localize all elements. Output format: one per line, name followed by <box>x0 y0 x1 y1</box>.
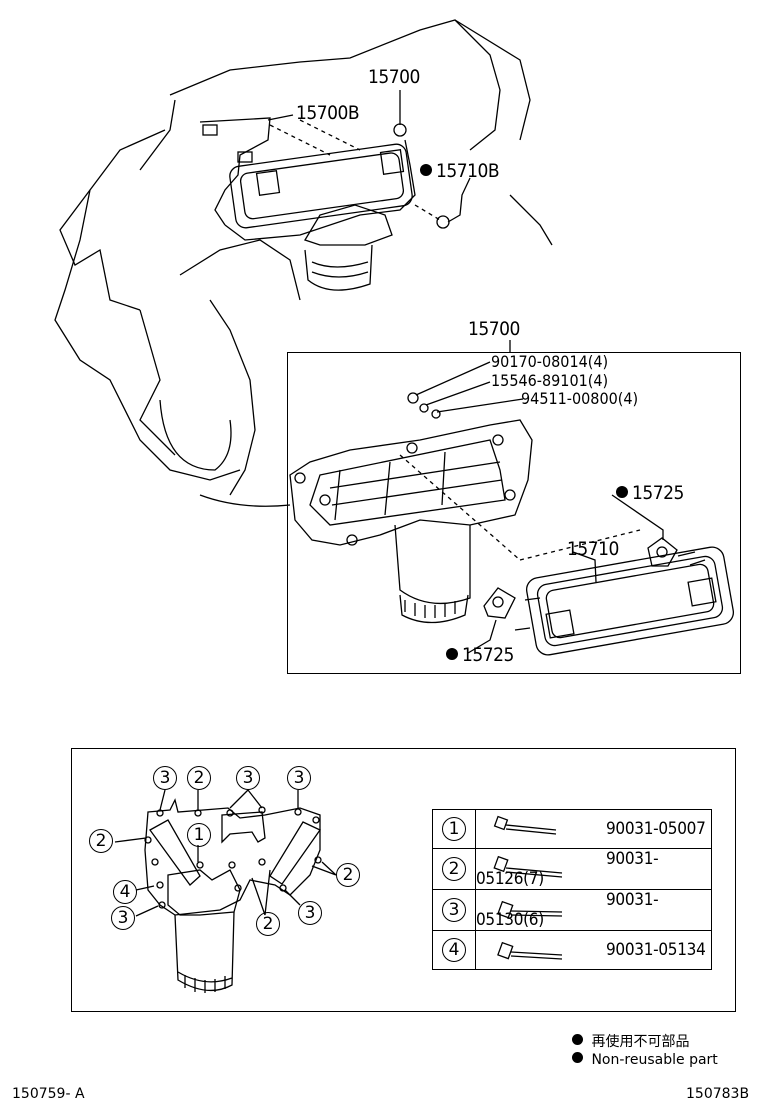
callout-2: 2 <box>187 766 211 790</box>
detail-frame <box>287 352 741 674</box>
non-reusable-marker-icon <box>446 648 458 660</box>
table-row: 2 90031-05126(7) <box>432 848 712 890</box>
label-part2: 15546-89101(4) <box>491 371 609 390</box>
footer-left-code: 150759- A <box>12 1086 85 1102</box>
bolt-part-number: 90031-05134 <box>606 940 706 960</box>
bolt-table: 1 90031-05007 2 90031-05126(7) 3 90031-0… <box>432 809 712 970</box>
non-reusable-marker-icon <box>420 164 432 176</box>
callout-3: 3 <box>298 901 322 925</box>
label-cooler: 15710 <box>567 538 619 560</box>
engine-outline <box>54 19 553 507</box>
bolt-number: 2 <box>442 857 466 881</box>
bolt-number: 1 <box>442 817 466 841</box>
label-gasket-top: 15710B <box>420 162 500 181</box>
callout-2: 2 <box>336 863 360 887</box>
non-reusable-marker-icon <box>572 1034 583 1045</box>
table-row: 3 90031-05130(6) <box>432 889 712 931</box>
bolt-number: 3 <box>442 898 466 922</box>
label-gasket-a: 15725 <box>616 484 684 503</box>
callout-3: 3 <box>153 766 177 790</box>
top-cooler-assembly <box>199 117 450 291</box>
callout-2: 2 <box>89 829 113 853</box>
footer-right-code: 150783B <box>686 1086 750 1102</box>
detail-cooler <box>483 537 735 656</box>
legend-jp: 再使用不可部品 <box>572 1031 689 1051</box>
bolt-part-number: 90031-05007 <box>606 819 706 839</box>
callout-3: 3 <box>111 906 135 930</box>
bolt-pattern-diagram <box>114 789 337 993</box>
non-reusable-marker-icon <box>572 1052 583 1063</box>
bolt-number: 4 <box>442 938 466 962</box>
top-leaders <box>267 90 471 223</box>
legend-en: Non-reusable part <box>572 1052 718 1068</box>
label-bracket: 15700B <box>296 102 360 124</box>
bolt-part-number: 90031-05130(6) <box>476 890 659 930</box>
callout-1: 1 <box>187 823 211 847</box>
callout-3: 3 <box>236 766 260 790</box>
label-assembly-detail: 15700 <box>468 318 520 340</box>
label-gasket-b: 15725 <box>446 646 514 665</box>
label-assembly-top: 15700 <box>368 66 420 88</box>
table-row: 4 90031-05134 <box>432 930 712 970</box>
bolt-frame <box>71 748 736 1012</box>
detail-housing <box>289 392 641 624</box>
non-reusable-marker-icon <box>616 486 628 498</box>
callout-2: 2 <box>256 912 280 936</box>
detail-leaders <box>415 340 664 654</box>
label-part3: 94511-00800(4) <box>521 389 639 408</box>
callout-4: 4 <box>113 880 137 904</box>
callout-3: 3 <box>287 766 311 790</box>
bolt-part-number: 90031-05126(7) <box>476 849 659 889</box>
label-part1: 90170-08014(4) <box>491 352 609 371</box>
table-row: 1 90031-05007 <box>432 809 712 849</box>
